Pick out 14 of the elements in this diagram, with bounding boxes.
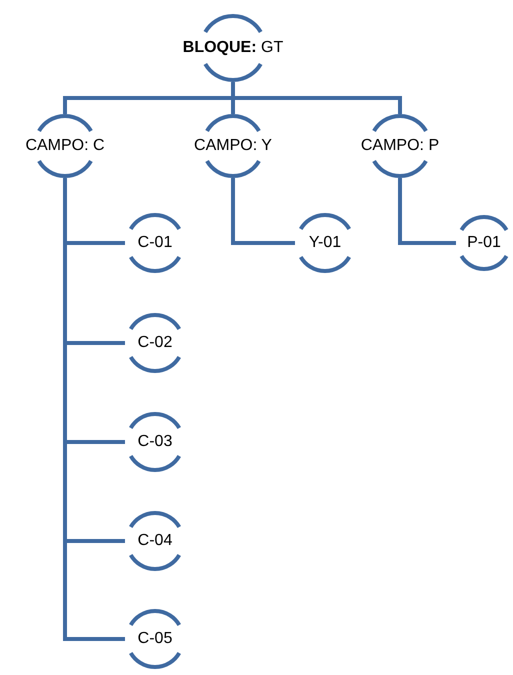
connector-line xyxy=(63,178,125,641)
node-label: BLOQUE: GT xyxy=(182,39,284,57)
node-label: CAMPO: C xyxy=(25,137,105,155)
node-label: C-05 xyxy=(138,630,172,648)
node-label: CAMPO: P xyxy=(360,137,440,155)
node-label: Y-01 xyxy=(308,234,342,252)
node-label: P-01 xyxy=(467,234,501,252)
node-label: C-01 xyxy=(138,234,172,252)
node-label: C-04 xyxy=(138,532,172,550)
node-label: C-02 xyxy=(138,334,172,352)
connector-line xyxy=(231,178,295,245)
connector-line xyxy=(398,178,456,245)
node-label: CAMPO: Y xyxy=(194,137,272,155)
node-label: C-03 xyxy=(138,433,172,451)
